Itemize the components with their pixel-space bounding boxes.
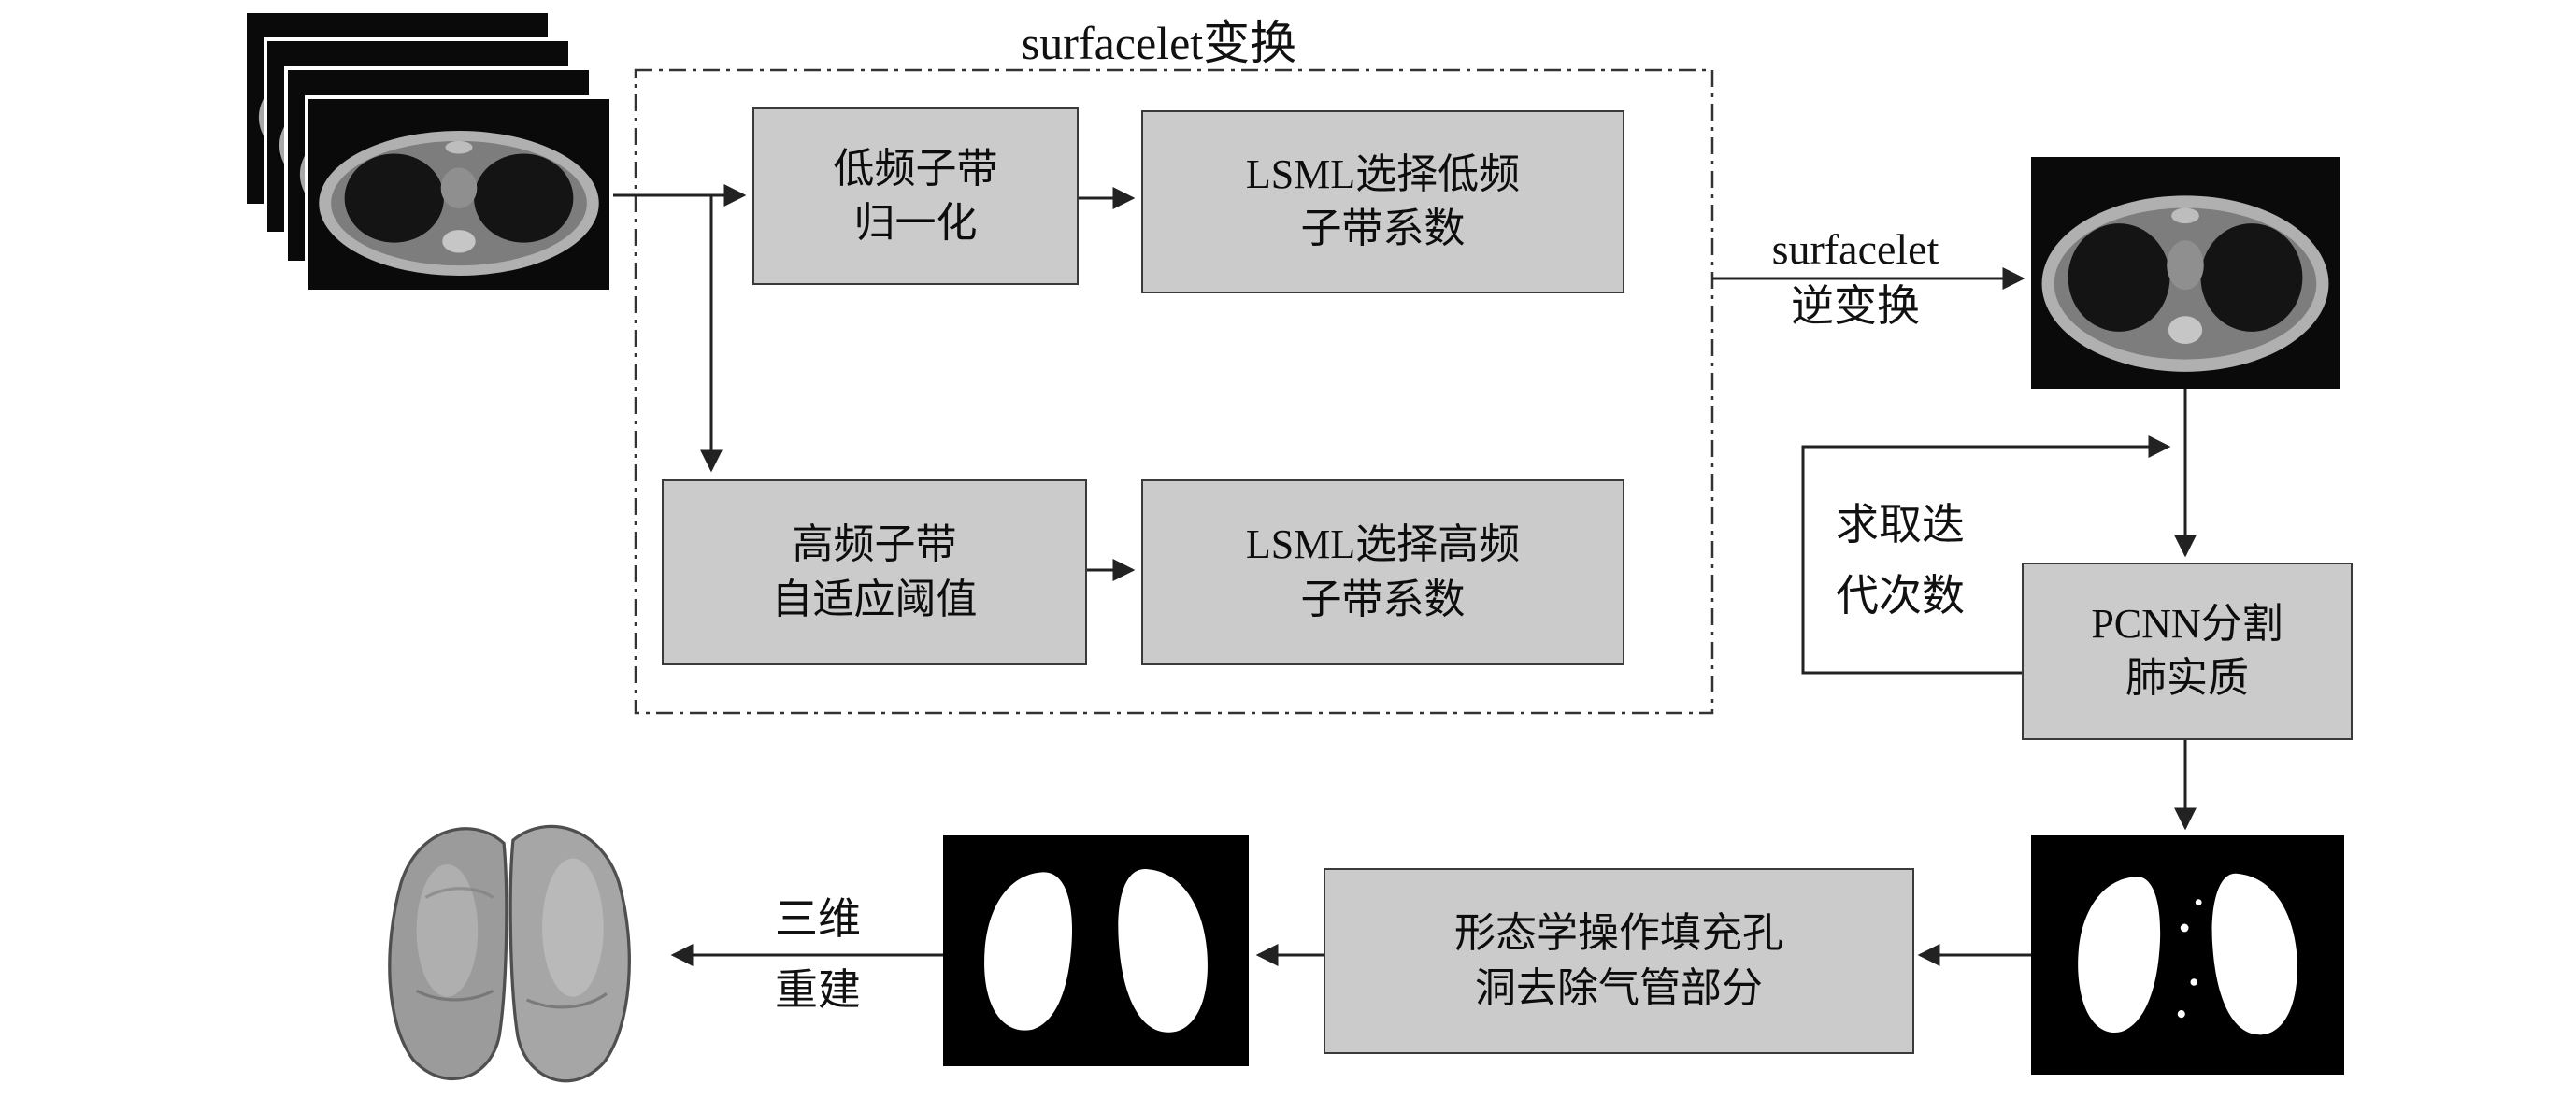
label-inverse-line2: 逆变换 [1791, 282, 1920, 330]
node-low-freq-line2: 归一化 [853, 200, 978, 246]
node-low-freq-line1: 低频子带 [833, 145, 998, 192]
label-iteration-line2: 代次数 [1836, 572, 1965, 620]
node-morphology-line2: 洞去除气管部分 [1475, 964, 1763, 1011]
node-lsml-select-high: LSML选择高频 子带系数 [1141, 479, 1624, 665]
node-pcnn-line1: PCNN分割 [2091, 600, 2283, 647]
node-lsml-select-low: LSML选择低频 子带系数 [1141, 110, 1624, 293]
label-surfacelet-inverse: surfacelet 逆变换 [1724, 221, 1986, 335]
node-high-freq-line1: 高频子带 [792, 521, 957, 568]
node-lsml-high-line2: 子带系数 [1300, 576, 1466, 622]
ct-result-image [2031, 157, 2340, 389]
node-morphology-line1: 形态学操作填充孔 [1454, 910, 1783, 957]
node-lsml-high-line1: LSML选择高频 [1245, 521, 1521, 568]
path-iteration-feedback-loop [1801, 435, 2171, 675]
label-3d-reconstruction: 三维 重建 [748, 884, 888, 1026]
surfacelet-group-title: surfacelet变换 [1021, 17, 1297, 69]
lung-mask-clean-image [943, 835, 1249, 1066]
surfacelet-group-border [634, 68, 1714, 715]
node-high-freq-line2: 自适应阈值 [771, 576, 978, 622]
lung-mask-raw-image [2031, 835, 2344, 1075]
lung-3d-render-image [355, 810, 662, 1096]
node-lsml-low-line1: LSML选择低频 [1245, 150, 1521, 197]
label-iteration-count: 求取迭 代次数 [1809, 490, 1992, 632]
label-inverse-line1: surfacelet [1771, 225, 1939, 273]
label-recon-line1: 三维 [775, 895, 861, 943]
label-iteration-line1: 求取迭 [1836, 501, 1965, 549]
node-morphology-cleanup: 形态学操作填充孔 洞去除气管部分 [1324, 868, 1914, 1054]
node-lsml-low-line2: 子带系数 [1300, 206, 1466, 251]
ct-slice-front [305, 95, 613, 293]
node-low-freq-normalize: 低频子带 归一化 [752, 107, 1079, 285]
ct-stack-image [243, 9, 617, 297]
node-pcnn-segmentation: PCNN分割 肺实质 [2022, 563, 2353, 740]
label-recon-line2: 重建 [775, 966, 861, 1014]
node-high-freq-threshold: 高频子带 自适应阈值 [662, 479, 1087, 665]
node-pcnn-line2: 肺实质 [2125, 655, 2249, 701]
